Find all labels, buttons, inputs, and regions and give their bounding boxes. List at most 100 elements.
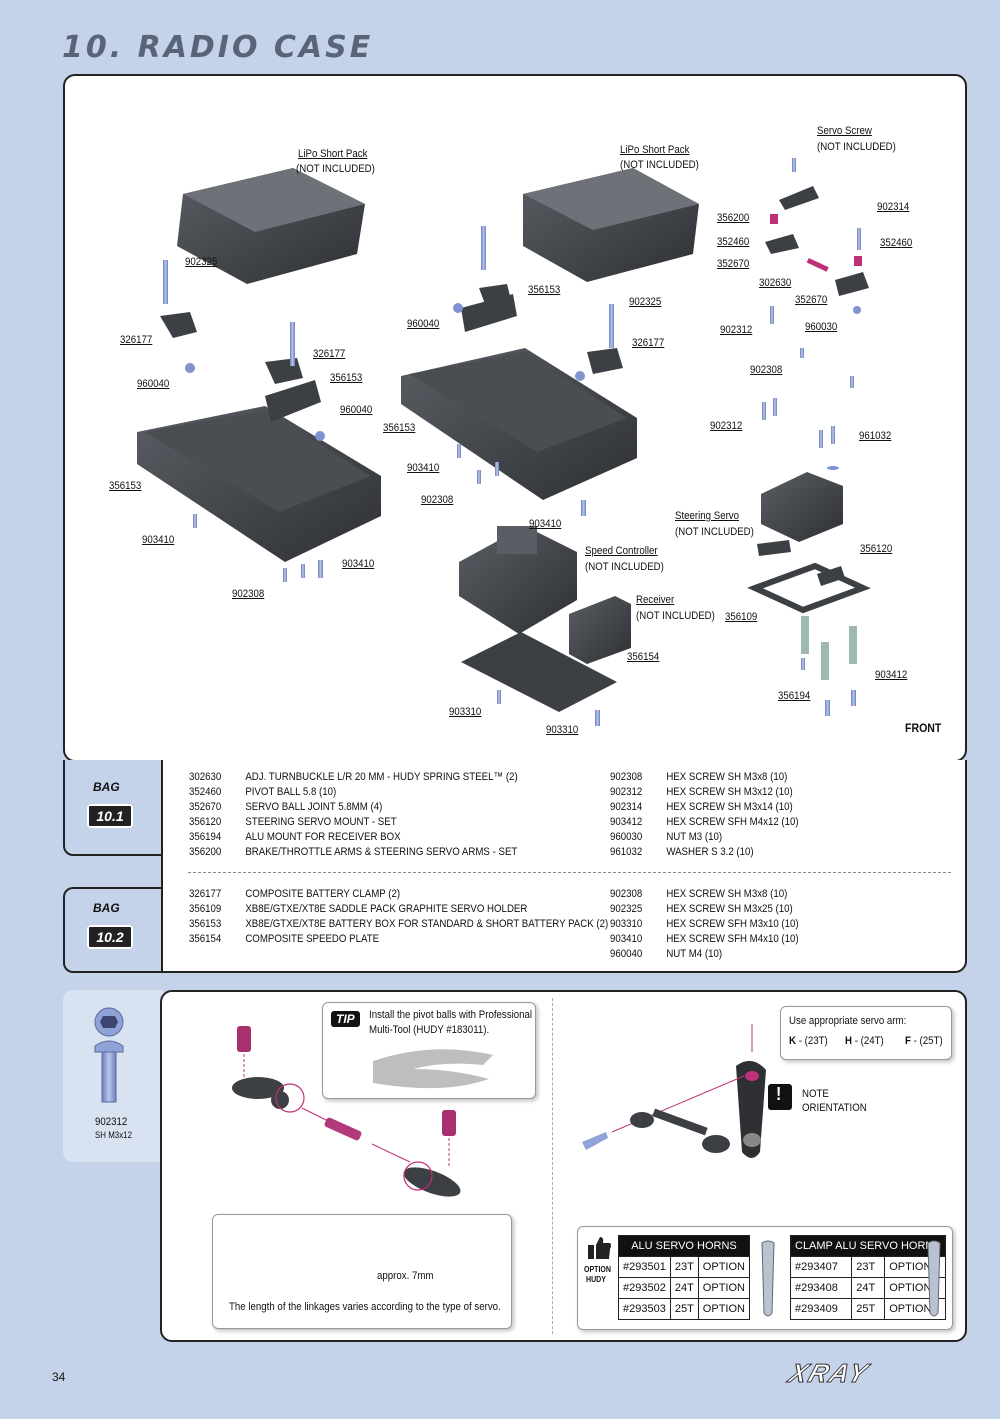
page-title: 10. RADIO CASE	[62, 30, 374, 65]
part-label: 356153	[330, 372, 363, 384]
linkage-box: approx. 7mm The length of the linkages v…	[212, 1214, 512, 1329]
part-label: 326177	[313, 348, 346, 360]
bag-number: 10.1	[87, 804, 133, 828]
servo-arm-option: K - (23T)	[789, 1035, 828, 1047]
tip-badge: TIP	[331, 1011, 360, 1027]
panel-divider	[552, 998, 553, 1334]
speedo-plate	[461, 632, 617, 712]
alu-horns-title: ALU SERVO HORNS	[618, 1235, 750, 1257]
alu-horn-icon	[761, 1240, 775, 1317]
part-label: 356200	[717, 212, 750, 224]
screw-icon	[94, 1007, 124, 1103]
multi-tool-icon	[373, 1049, 493, 1089]
part-label: 902312	[710, 420, 743, 432]
bag-10-2-tab: BAG 10.2	[63, 887, 163, 973]
bag-number: 10.2	[87, 925, 133, 949]
clamp-horns-title: CLAMP ALU SERVO HORNS	[790, 1235, 946, 1257]
part-label: 902325	[629, 296, 662, 308]
page-number: 34	[52, 1370, 66, 1384]
part-label: 903310	[449, 706, 482, 718]
tip-text-line1: Install the pivot balls with Professiona…	[369, 1009, 533, 1021]
part-label: 356153	[109, 480, 142, 492]
screw-reference: 902312 SH M3x12	[63, 990, 163, 1162]
callout-steering-servo-note: (NOT INCLUDED)	[675, 526, 754, 538]
part-label: 903410	[407, 462, 440, 474]
part-label: 902308	[232, 588, 265, 600]
thumbs-up-icon	[588, 1237, 611, 1259]
tip-box: TIP Install the pivot balls with Profess…	[322, 1002, 536, 1099]
servo-arm-heading: Use appropriate servo arm:	[789, 1015, 907, 1027]
callout-lipo-left: LiPo Short Pack	[298, 148, 368, 160]
bag-divider	[188, 872, 951, 873]
bag-label: BAG	[93, 780, 120, 794]
brand-logo: XRAY	[785, 1358, 874, 1389]
servo-arm-assembly-drawing	[582, 1024, 792, 1158]
part-label: 960040	[137, 378, 170, 390]
instruction-panel: TIP Install the pivot balls with Profess…	[160, 990, 967, 1342]
callout-speed-controller: Speed Controller	[585, 545, 658, 557]
part-label: 903310	[546, 724, 579, 736]
clamp-horn-icon	[927, 1240, 941, 1317]
part-label: 352670	[795, 294, 828, 306]
linkage-note: The length of the linkages varies accord…	[229, 1301, 501, 1313]
part-label: 961032	[859, 430, 892, 442]
part-label: 960030	[805, 321, 838, 333]
part-label: 326177	[120, 334, 153, 346]
servo-arm-box: Use appropriate servo arm: K - (23T) H -…	[780, 1006, 952, 1060]
speed-controller	[459, 526, 577, 634]
part-label: 903412	[875, 669, 908, 681]
callout-lipo-right-note: (NOT INCLUDED)	[620, 159, 699, 171]
screw-size: SH M3x12	[95, 1130, 132, 1140]
callout-steering-servo: Steering Servo	[675, 510, 740, 522]
part-label: 302630	[759, 277, 792, 289]
part-label: 326177	[632, 337, 665, 349]
callout-speed-controller-note: (NOT INCLUDED)	[585, 561, 664, 573]
part-label: 902325	[185, 256, 218, 268]
part-label: 356153	[383, 422, 416, 434]
linkage-dimension: approx. 7mm	[377, 1270, 434, 1282]
option-word: OPTION	[584, 1265, 611, 1274]
callout-lipo-left-note: (NOT INCLUDED)	[296, 163, 375, 175]
callout-servo-screw-note: (NOT INCLUDED)	[817, 141, 896, 153]
part-label: 356194	[778, 690, 811, 702]
callout-receiver: Receiver	[636, 594, 675, 606]
bag-label: BAG	[93, 901, 120, 915]
note-mark: !	[776, 1084, 782, 1104]
part-label: 960040	[340, 404, 373, 416]
part-label: 902314	[877, 201, 910, 213]
servo-arm-option: H - (24T)	[845, 1035, 884, 1047]
part-label: 902312	[720, 324, 753, 336]
screw-code: 902312	[95, 1116, 128, 1128]
part-label: 902308	[750, 364, 783, 376]
exploded-diagram-panel: LiPo Short Pack (NOT INCLUDED) LiPo Shor…	[63, 74, 967, 762]
callout-receiver-note: (NOT INCLUDED)	[636, 610, 715, 622]
hudy-brand: HUDY	[586, 1275, 606, 1284]
callout-servo-screw: Servo Screw	[817, 125, 872, 137]
note-mark-box	[768, 1084, 792, 1110]
note-line1: NOTE	[802, 1088, 829, 1100]
callout-lipo-right: LiPo Short Pack	[620, 144, 690, 156]
part-label: 903410	[529, 518, 562, 530]
exploded-diagram-drawing	[137, 158, 871, 726]
part-label: 903410	[342, 558, 375, 570]
part-label: 960040	[407, 318, 440, 330]
